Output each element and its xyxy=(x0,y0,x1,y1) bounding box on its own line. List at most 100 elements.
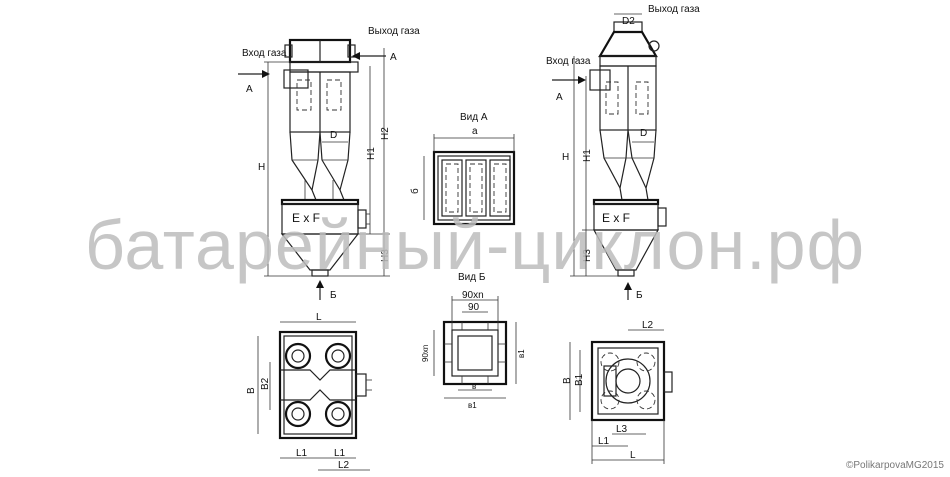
right-plan-frame xyxy=(590,340,666,422)
view-b-inner xyxy=(451,329,499,377)
right-plan: L2 B B1 L3 L1 L xyxy=(562,320,673,464)
collector-hatch xyxy=(357,209,367,229)
view-b-frame xyxy=(442,320,508,386)
view-b-arrow-head xyxy=(316,280,324,288)
dim-90-label: 90 xyxy=(468,302,480,313)
left-elevation: Выход газа Вход газа А А H H1 H2 H3 D E … xyxy=(238,26,420,301)
dim-d-label-left: D xyxy=(330,130,337,141)
dim-d-label-right: D xyxy=(640,128,647,139)
dim-v1-vertical-label: в1 xyxy=(517,349,526,358)
dim-v-label: в xyxy=(472,382,476,391)
dim-90xn-label: 90xn xyxy=(462,290,484,301)
dim-l1-label-left-b: L1 xyxy=(334,448,346,459)
dim-b-label-right: B xyxy=(562,377,573,384)
watermark-text: батарейный-циклон.рф xyxy=(84,206,866,284)
view-a-hidden-3 xyxy=(493,163,507,213)
dim-b6-label: б xyxy=(409,188,421,194)
plan-tube-1 xyxy=(291,349,305,363)
tube-hidden-right-2 xyxy=(635,81,649,115)
top-cone-right xyxy=(598,30,658,58)
dim-h1-label-right: H1 xyxy=(582,149,593,162)
collector-flange-right xyxy=(592,198,660,206)
plan-cyclone-2 xyxy=(324,342,352,370)
left-plan-frame xyxy=(278,330,358,440)
dim-l2-label-right: L2 xyxy=(642,320,654,331)
view-b-title: Вид Б xyxy=(458,272,486,283)
top-chamber-right xyxy=(599,55,657,67)
dim-b1-label-right: B1 xyxy=(574,373,585,386)
cone-right-4 xyxy=(645,129,657,189)
cone-left-inner xyxy=(311,131,321,191)
dim-h1-label-left: H1 xyxy=(366,147,377,160)
plan-tube-2 xyxy=(331,349,345,363)
dim-h2-label-left: H2 xyxy=(380,127,391,140)
view-a-cell-1 xyxy=(441,159,463,217)
gas-outlet-label-left: Выход газа xyxy=(368,26,420,37)
view-a-title: Вид А xyxy=(460,112,488,123)
right-plan-cyclone-1 xyxy=(600,352,620,372)
view-b: Вид Б 90xn 90 90xn в1 в в1 xyxy=(421,272,526,410)
cone-right-2 xyxy=(619,129,629,189)
copyright-text: ©PolikarpovaMG2015 xyxy=(846,460,944,471)
view-b-opening xyxy=(457,335,493,371)
dim-b2-label: B2 xyxy=(260,377,271,390)
view-a-hidden-1 xyxy=(445,163,459,213)
dim-l-label-left: L xyxy=(316,312,322,323)
dim-d2-label: D2 xyxy=(622,16,635,27)
dim-l1-label-right: L1 xyxy=(598,436,610,447)
right-plan-center xyxy=(615,368,641,394)
collector-flange xyxy=(280,198,360,206)
cone-right-outer xyxy=(319,131,345,201)
dim-l3-label: L3 xyxy=(616,424,628,435)
right-plan-cyclone-3 xyxy=(600,390,620,410)
dim-h3-label-left: H3 xyxy=(380,249,391,262)
right-plan-cyclone-2 xyxy=(636,352,656,372)
gas-inlet-label-right: Вход газа xyxy=(546,56,591,67)
left-plan: L B B2 L1 L1 L2 xyxy=(246,312,372,471)
dim-l1-label-left-a: L1 xyxy=(296,448,308,459)
view-a-cell-2 xyxy=(465,159,487,217)
cone-right-1 xyxy=(599,129,623,201)
outlet-arrow-head xyxy=(352,52,360,60)
view-a: Вид А а б xyxy=(409,112,516,226)
view-a-frame xyxy=(432,150,516,226)
outlet-flange-right xyxy=(347,44,356,58)
dim-v1-label: в1 xyxy=(468,401,477,410)
arrow-b-label-left: Б xyxy=(330,290,337,301)
right-plan-inner xyxy=(597,347,659,415)
plan-inlet-upper xyxy=(280,369,356,381)
view-a-hidden-2 xyxy=(469,163,483,213)
right-plan-outer-circle xyxy=(605,358,651,404)
plan-tube-4 xyxy=(331,407,345,421)
arrow-a-label-right-elev: А xyxy=(556,92,563,103)
arrow-b-label-right: Б xyxy=(636,290,643,301)
outlet-flange-left xyxy=(284,44,293,58)
plan-cyclone-4 xyxy=(324,400,352,428)
dim-h-label-right: H xyxy=(562,152,569,163)
inlet-box xyxy=(283,69,309,89)
right-plan-inlet xyxy=(603,365,617,397)
arrow-a-label-left: А xyxy=(246,84,253,95)
left-plan-inner xyxy=(283,335,353,435)
view-b-arrow-right-head xyxy=(624,282,632,290)
right-plan-cyclone-4 xyxy=(636,390,656,410)
plan-hatch xyxy=(355,373,367,397)
plan-inlet-lower xyxy=(280,389,356,401)
dim-a-label: а xyxy=(472,126,478,137)
hopper xyxy=(280,233,360,271)
exf-label-left: E x F xyxy=(292,211,320,225)
view-a-cell-3 xyxy=(489,159,511,217)
hopper-outlet xyxy=(311,269,329,277)
gas-outlet-label-right: Выход газа xyxy=(648,4,700,15)
dim-90xn-vertical-label: 90xn xyxy=(421,345,430,362)
dim-l-label-right: L xyxy=(630,450,636,461)
inlet-arrow-right-head xyxy=(578,76,586,84)
vortex-tube-left xyxy=(296,79,312,111)
dim-h3-label-right: H3 xyxy=(582,249,593,262)
cone-left-outer xyxy=(289,131,317,201)
arrow-a-label-right: А xyxy=(390,52,397,63)
plan-cyclone-3 xyxy=(284,400,312,428)
right-elevation: Выход газа D2 Вход газа А H H1 H3 D E x … xyxy=(546,4,700,301)
